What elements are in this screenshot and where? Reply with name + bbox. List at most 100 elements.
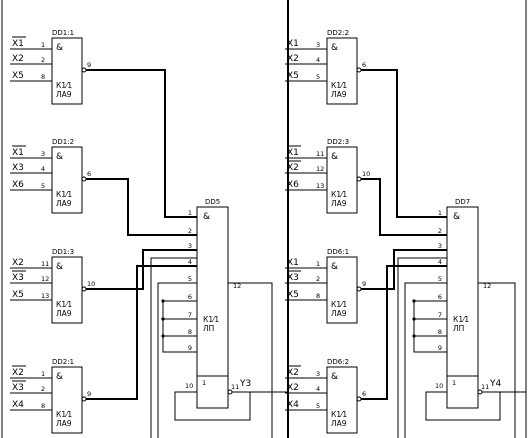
gate-type-label: К1⁄1 bbox=[56, 300, 72, 309]
input-label: X3 bbox=[12, 163, 24, 173]
gate-type-label: К1⁄1 bbox=[331, 300, 347, 309]
input-pin-number: 3 bbox=[316, 41, 320, 49]
input-label: X5 bbox=[12, 290, 24, 300]
output-bubble bbox=[356, 286, 362, 292]
gate-ref-label: DD6:1 bbox=[327, 248, 349, 256]
input-label: X1 bbox=[12, 148, 24, 158]
gate-ref-label: DD2:1 bbox=[52, 358, 74, 366]
input-pin-number: 1 bbox=[41, 41, 45, 49]
junction-dot bbox=[412, 299, 416, 303]
multi-pin-number: 2 bbox=[188, 227, 192, 235]
wire-g6-to-pin2 bbox=[361, 178, 447, 236]
multi-pin-number: 8 bbox=[188, 328, 192, 336]
input-label: X2 bbox=[12, 258, 24, 268]
gate-ref-label: DD6:2 bbox=[327, 358, 349, 366]
input-label: X5 bbox=[287, 71, 299, 81]
wire-pins-6-9-bus bbox=[413, 300, 447, 353]
multi-pin-number: 8 bbox=[438, 328, 442, 336]
gate-body bbox=[51, 366, 83, 434]
input-pin-number: 13 bbox=[41, 292, 49, 300]
multi-pin-number: 9 bbox=[438, 344, 442, 352]
output-pin-number: 9 bbox=[87, 390, 91, 398]
input-pin-number: 12 bbox=[316, 165, 324, 173]
input-pin-number: 5 bbox=[316, 73, 320, 81]
gate-function-label: & bbox=[331, 372, 338, 382]
output-bubble bbox=[81, 286, 87, 292]
output-pin-number: 9 bbox=[87, 61, 91, 69]
gate-series-label: ЛА9 bbox=[56, 309, 72, 318]
junction-dot bbox=[161, 317, 165, 321]
wire-g1-to-pin1 bbox=[86, 69, 197, 218]
wire-g4-to-pin4 bbox=[86, 265, 197, 400]
input-pin-number: 11 bbox=[316, 150, 324, 158]
gate-body bbox=[326, 366, 358, 434]
output-bubble bbox=[81, 176, 87, 182]
gate-body bbox=[326, 146, 358, 214]
gate-ref-label: DD1:1 bbox=[52, 29, 74, 37]
gate-series-label: ЛА9 bbox=[331, 309, 347, 318]
multi-function-label: & bbox=[203, 212, 210, 222]
multi-pin-12: 12 bbox=[233, 282, 241, 290]
output-pin-number: 10 bbox=[87, 280, 95, 288]
gate-function-label: & bbox=[56, 43, 63, 53]
input-label: X3 bbox=[12, 273, 24, 283]
junction-dot bbox=[412, 334, 416, 338]
gate-body bbox=[51, 146, 83, 214]
input-label: X6 bbox=[12, 180, 24, 190]
gate-series-label: ЛА9 bbox=[56, 90, 72, 99]
gate-series-label: ЛА9 bbox=[331, 90, 347, 99]
wire-aux-left bbox=[150, 257, 197, 438]
gate-type-label: К1⁄1 bbox=[56, 190, 72, 199]
wire-pin5-feed bbox=[404, 282, 447, 438]
gate-ref-label: DD2:2 bbox=[327, 29, 349, 37]
input-label: X6 bbox=[287, 180, 299, 190]
gate-series-label: ЛА9 bbox=[331, 419, 347, 428]
output-pin-number: 6 bbox=[87, 170, 91, 178]
gate-function-label: & bbox=[331, 43, 338, 53]
input-label: X4 bbox=[287, 400, 299, 410]
multi-pin-number: 7 bbox=[438, 311, 442, 319]
multi-pin-number: 5 bbox=[188, 275, 192, 283]
input-label: X4 bbox=[12, 400, 24, 410]
junction-dot bbox=[161, 334, 165, 338]
input-label: X1 bbox=[287, 39, 299, 49]
wire-pin12-out bbox=[228, 282, 273, 438]
multi-type-label: К1⁄1 bbox=[203, 315, 219, 324]
input-pin-number: 5 bbox=[316, 402, 320, 410]
gate-ref-label: DD1:3 bbox=[52, 248, 74, 256]
output-bubble bbox=[81, 67, 87, 73]
input-label: X3 bbox=[287, 273, 299, 283]
input-pin-number: 1 bbox=[316, 260, 320, 268]
input-pin-number: 2 bbox=[41, 385, 45, 393]
wire-g2-to-pin2 bbox=[86, 178, 197, 236]
output-bubble bbox=[356, 396, 362, 402]
multi-sub-pin-10: 10 bbox=[185, 382, 193, 390]
gate-ref-label: DD2:3 bbox=[327, 138, 349, 146]
input-pin-number: 13 bbox=[316, 182, 324, 190]
output-pin-number: 6 bbox=[362, 390, 366, 398]
output-bubble bbox=[81, 396, 87, 402]
input-label: X2 bbox=[287, 163, 299, 173]
input-label: X2 bbox=[287, 383, 299, 393]
multi-pin-number: 3 bbox=[188, 242, 192, 250]
multi-pin-number: 4 bbox=[188, 258, 192, 266]
input-pin-number: 11 bbox=[41, 260, 49, 268]
wire-pins-6-9-bus bbox=[162, 300, 197, 353]
input-pin-number: 4 bbox=[316, 56, 320, 64]
multi-type-label: К1⁄1 bbox=[453, 315, 469, 324]
output-pin-number: 6 bbox=[362, 61, 366, 69]
multi-pin-number: 4 bbox=[438, 258, 442, 266]
multi-pin-number: 7 bbox=[188, 311, 192, 319]
wire-pin5-feed bbox=[157, 282, 197, 438]
multi-sub-pin-11: 11 bbox=[231, 383, 239, 391]
input-pin-number: 3 bbox=[41, 150, 45, 158]
wire-g8-to-pin4 bbox=[361, 265, 447, 400]
